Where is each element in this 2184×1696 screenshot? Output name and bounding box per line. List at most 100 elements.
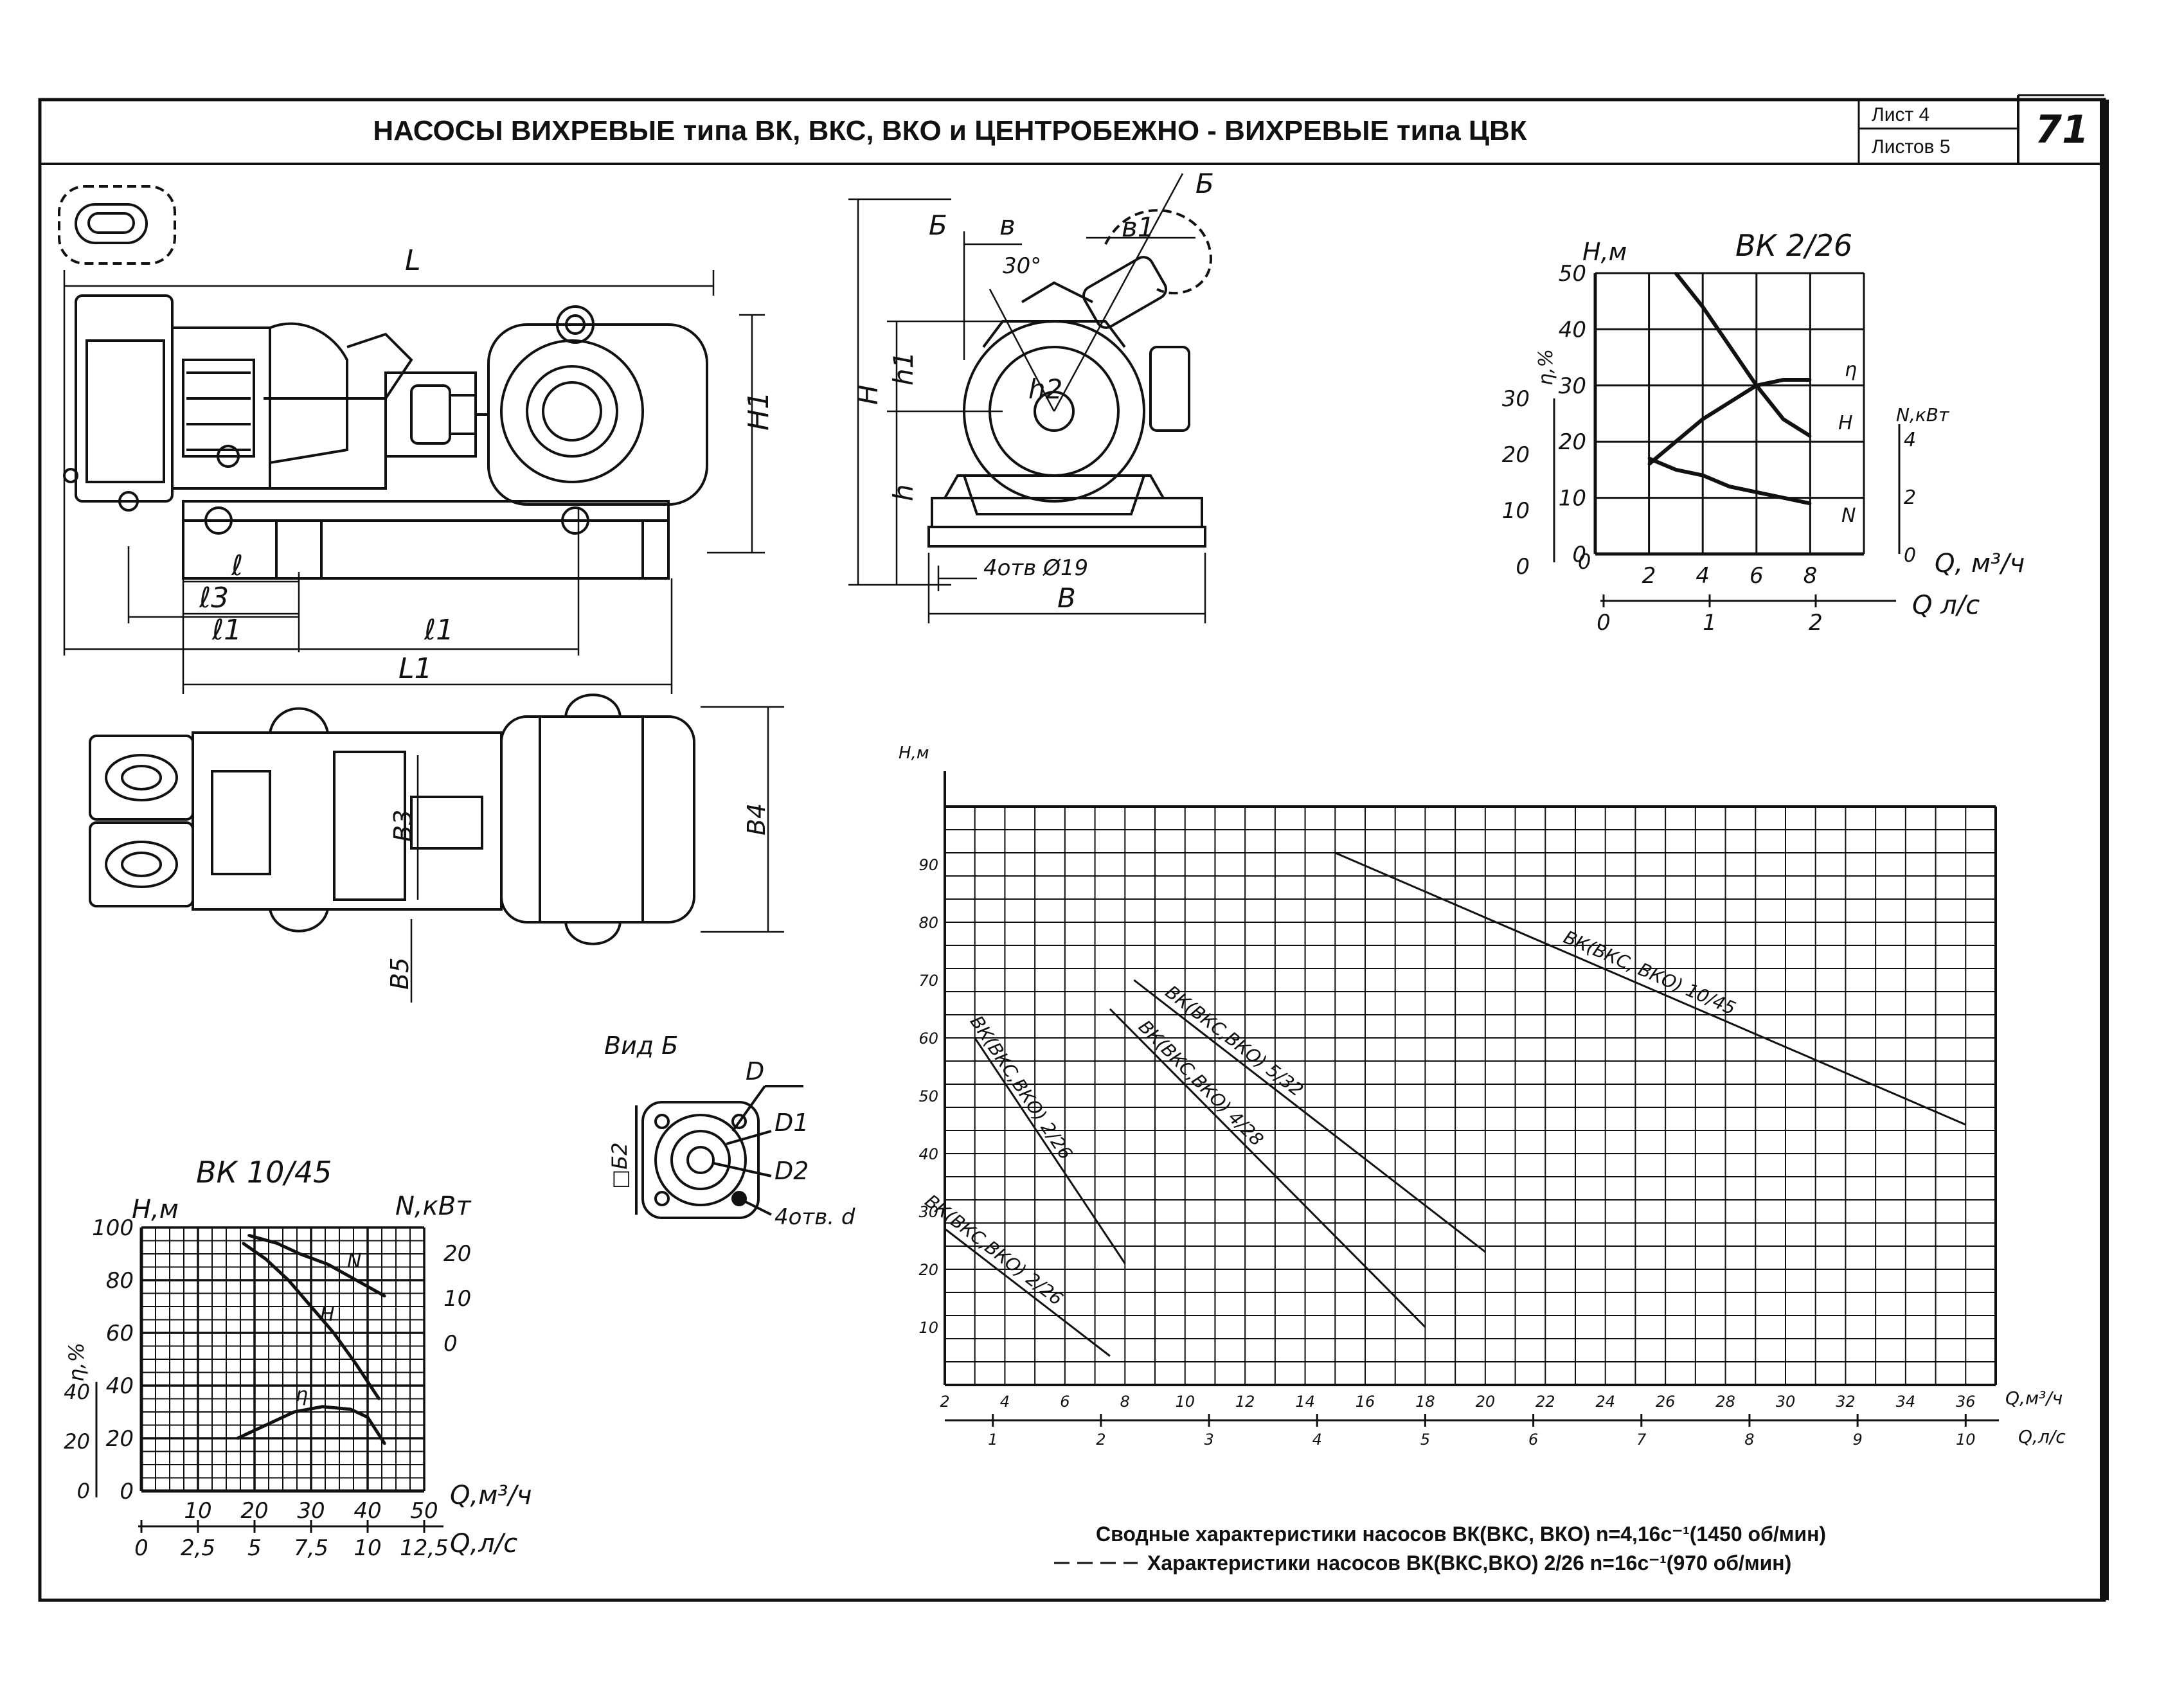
chart-vk1045-qlabel: Q,м³/ч: [450, 1481, 532, 1510]
data-point: [377, 1397, 380, 1400]
tick-label-qls: 6: [1528, 1431, 1538, 1449]
front-view-labels: Б Б в в1 30° H h1 h2 h 4отв Ø19 B: [852, 168, 1214, 614]
chart-summary-caption-2: Характеристики насосов ВК(ВКС,ВКО) 2/26 …: [1147, 1551, 1791, 1575]
top-view-drawing: [89, 693, 695, 945]
tick-label-n: 0: [1904, 544, 1916, 567]
dim-b: в: [999, 210, 1016, 241]
dim-l: ℓ: [231, 549, 243, 582]
data-point: [242, 1242, 245, 1245]
tick-label-qls: 1: [1703, 610, 1717, 636]
page-number: 71: [2035, 107, 2089, 152]
tick-label-x: 18: [1415, 1393, 1435, 1411]
dim-h2: h2: [1028, 373, 1062, 405]
tick-label-y: 10: [918, 1319, 938, 1337]
data-point: [355, 1363, 358, 1366]
dim-H1: H1: [742, 391, 775, 431]
chart-summary-qls-label: Q,л/с: [2018, 1426, 2066, 1447]
series-line: [1334, 852, 1966, 1126]
top-view-labels: B3 B4 B5: [386, 803, 771, 990]
tick-label-h: 10: [1559, 486, 1586, 512]
data-point: [1809, 379, 1812, 382]
dim-b1: в1: [1122, 211, 1154, 243]
data-point: [1782, 379, 1785, 382]
data-point: [1728, 485, 1731, 488]
tick-label-q: 4: [1696, 563, 1710, 589]
tick-label-q: 20: [240, 1498, 268, 1524]
data-point: [247, 1234, 251, 1237]
tick-label-n: 10: [443, 1286, 471, 1312]
chart-vk226-curve-n-label: N: [1841, 504, 1856, 527]
dim-L1: L1: [398, 652, 433, 685]
data-point: [292, 1411, 296, 1413]
chart-vk226-q-label: Q, м³/ч: [1935, 549, 2025, 578]
tick-label-n: 4: [1904, 429, 1916, 451]
tick-label-y: 90: [918, 856, 938, 874]
dim-b2: □Б2: [607, 1142, 632, 1189]
tick-label-x: 36: [1956, 1393, 1976, 1411]
tick-label-y: 80: [918, 914, 938, 932]
front-view-dimensions: [848, 173, 1206, 623]
tick-label-qls: 0: [134, 1535, 148, 1561]
dim-D: D: [746, 1057, 764, 1085]
side-view-labels: L H1 ℓ ℓ3 ℓ1 ℓ1 L1: [199, 244, 775, 685]
dim-l3: ℓ3: [199, 582, 229, 614]
tick-label-h: 0: [120, 1479, 134, 1504]
tick-label-qls: 1: [988, 1431, 998, 1449]
series-label: ВК(ВКС,ВКО) 2/26: [921, 1190, 1067, 1310]
chart-vk1045-curves: [236, 1233, 386, 1445]
chart-vk226-curve-h-label: H: [1838, 412, 1853, 434]
data-point: [1809, 434, 1812, 438]
front-view-drawing: [927, 209, 1212, 548]
tick-label-x: 32: [1836, 1393, 1856, 1411]
top-view-dimensions: [410, 706, 784, 1003]
tick-label-q: 2: [1642, 563, 1656, 589]
data-point: [366, 1416, 369, 1419]
view-b-title: Вид Б: [604, 1031, 678, 1060]
series-line-N: [248, 1233, 386, 1298]
data-point: [264, 1424, 267, 1427]
dim-h1: h1: [888, 352, 919, 386]
data-point: [1674, 440, 1678, 443]
tick-label-eta: 0: [77, 1479, 90, 1503]
tick-label-x: 4: [1000, 1393, 1010, 1411]
side-view-drawing: [58, 185, 708, 580]
tick-label-x: 14: [1295, 1393, 1315, 1411]
tick-label-x: 24: [1595, 1393, 1615, 1411]
chart-vk226-ylabel: H,м: [1582, 238, 1627, 266]
sheet-number-label: Лист 4: [1872, 104, 1929, 125]
chart-vk226-n-label: N,кВт: [1896, 404, 1949, 425]
page-title: НАСОСЫ ВИХРЕВЫЕ типа ВК, ВКС, ВКО и ЦЕНТ…: [373, 115, 1527, 147]
tick-label-qls: 2: [1096, 1431, 1105, 1449]
data-point: [1674, 468, 1678, 471]
chart-vk1045-title: ВК 10/45: [196, 1155, 332, 1190]
tick-label-h: 60: [106, 1321, 134, 1346]
dim-D2: D2: [774, 1157, 809, 1185]
dim-B: B: [1057, 582, 1076, 614]
tick-label-x: 30: [1776, 1393, 1796, 1411]
chart-vk226-title: ВК 2/26: [1735, 228, 1852, 263]
tick-label-qls: 10: [1956, 1431, 1976, 1449]
data-point: [1728, 344, 1731, 348]
tick-label-q: 50: [410, 1498, 438, 1524]
chart-vk226-curves: [1647, 272, 1812, 506]
data-point: [287, 1279, 290, 1281]
dim-angle: 30°: [1003, 253, 1041, 279]
dim-B4: B4: [742, 803, 771, 835]
section-mark-b-right: Б: [1195, 168, 1214, 199]
data-point: [327, 1263, 330, 1266]
tick-label-qls: 7: [1636, 1431, 1647, 1449]
tick-label-eta: 10: [1502, 498, 1530, 524]
dim-l1-b: ℓ1: [424, 614, 454, 647]
tick-label-x: 10: [1175, 1393, 1195, 1411]
dim-h: h: [888, 484, 919, 501]
dim-holes-d: 4отв. d: [774, 1204, 855, 1230]
tick-label-eta: 30: [1502, 386, 1530, 412]
chart-summary-xlabel: Q,м³/ч: [2005, 1388, 2063, 1409]
tick-label-h: 0: [1572, 542, 1586, 567]
data-point: [1728, 401, 1731, 404]
tick-label-x: 20: [1476, 1393, 1496, 1411]
tick-label-qls: 0: [1597, 610, 1611, 636]
chart-vk1045-curve-h-label: H: [320, 1303, 335, 1326]
